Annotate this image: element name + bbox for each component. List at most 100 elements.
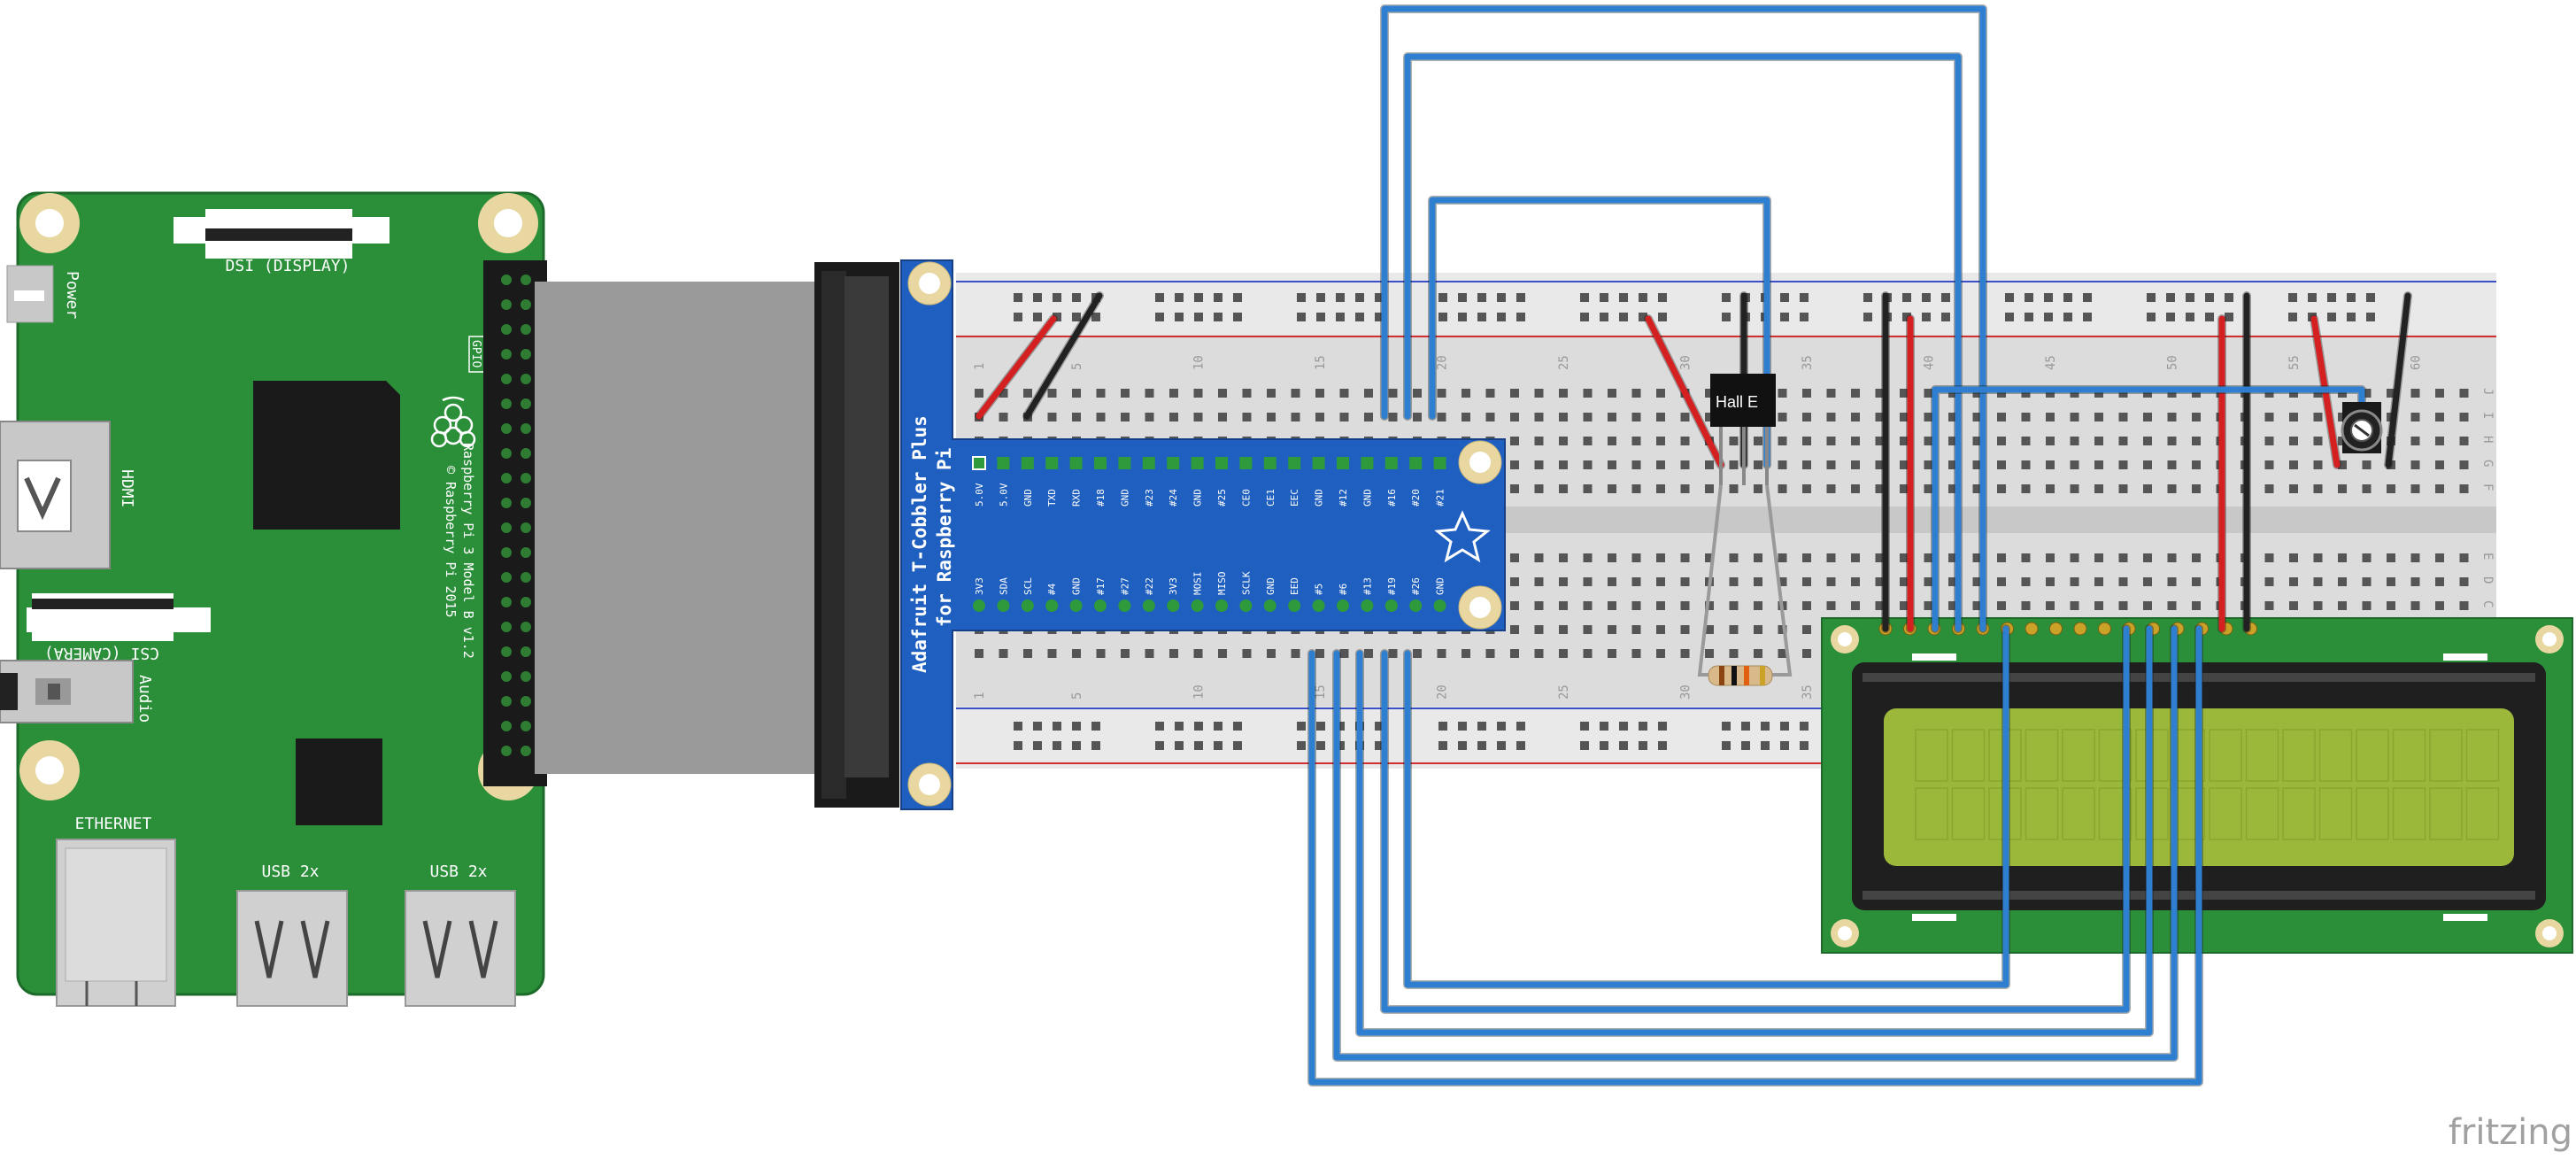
rail-hole (1497, 741, 1506, 750)
rail-hole (1761, 741, 1770, 750)
column-number-top: 30 (1679, 355, 1693, 370)
cobbler-bottom-pin-label: #19 (1386, 577, 1398, 595)
rail-hole (1316, 293, 1325, 302)
rail-hole (2205, 293, 2214, 302)
breadboard-hole (2143, 577, 2152, 586)
breadboard-hole (2046, 460, 2055, 469)
breadboard-hole (1631, 437, 1641, 445)
cobbler-bottom-pin-label: #27 (1119, 577, 1130, 595)
cobbler-top-pin-label: #24 (1168, 489, 1179, 507)
breadboard-hole (1802, 577, 1811, 586)
column-number-top: 60 (2410, 355, 2424, 370)
cobbler-top-pin (1069, 457, 1083, 469)
breadboard-hole (1972, 389, 1982, 398)
breadboard-hole (1900, 389, 1909, 398)
breadboard-hole (2094, 601, 2103, 610)
breadboard-hole (1924, 601, 1933, 610)
breadboard-hole (1608, 389, 1616, 398)
column-number-bottom: 20 (1436, 684, 1450, 700)
breadboard-hole (2289, 437, 2298, 445)
hall-effect-sensor: Hall E (1710, 374, 1776, 485)
cobbler-top-pin-label: GND (1022, 489, 1034, 507)
cobbler-bottom-pin (1191, 599, 1204, 612)
breadboard-hole (1583, 649, 1593, 658)
breadboard-hole (2289, 389, 2298, 398)
column-number-bottom: 25 (1557, 684, 1571, 700)
rail-hole (2166, 293, 2175, 302)
gpio-pin (521, 498, 531, 508)
breadboard-hole (1729, 625, 1739, 634)
breadboard-hole (1924, 460, 1933, 469)
rail-hole (2347, 313, 2356, 321)
breadboard-hole (2094, 460, 2103, 469)
lcd-pin (2049, 622, 2063, 636)
breadboard-hole (2459, 601, 2469, 610)
breadboard-hole (1851, 484, 1860, 493)
lcd-cell (2098, 729, 2133, 782)
gpio-pin (521, 671, 531, 682)
rail-hole (1438, 293, 1447, 302)
breadboard-hole (2362, 484, 2372, 493)
gpio-pin (521, 349, 531, 360)
breadboard-hole (1851, 413, 1860, 421)
rail-hole (1014, 293, 1022, 302)
cobbler-pcb (900, 259, 1506, 810)
rail-hole (1580, 741, 1589, 750)
audio-jack-hole (48, 684, 60, 700)
rail-hole (2166, 313, 2175, 321)
breadboard-hole (2338, 460, 2347, 469)
column-number-bottom: 5 (1070, 692, 1084, 700)
breadboard-hole (1315, 649, 1324, 658)
rail-hole (2147, 293, 2156, 302)
breadboard-hole (1169, 413, 1178, 421)
rail-hole (2005, 313, 2014, 321)
breadboard-hole (1583, 413, 1593, 421)
blue-wire (1333, 625, 2178, 1061)
gpio-pin (501, 498, 512, 508)
cobbler-bottom-pin (1263, 599, 1276, 612)
dsi-label: DSI (DISPLAY) (226, 257, 351, 275)
cobbler-top-pin-label: #23 (1144, 489, 1155, 507)
lcd-cell (2356, 729, 2389, 782)
pi-model-text: Raspberry Pi 3 Model B v1.2 (460, 443, 476, 659)
breadboard-hole (1851, 577, 1860, 586)
breadboard-hole (1413, 649, 1422, 658)
breadboard-hole (2070, 484, 2079, 493)
breadboard-hole (2435, 601, 2444, 610)
gpio-pin (501, 696, 512, 707)
cobbler-bottom-pin-label: GND (1265, 577, 1276, 595)
lcd-cell (1915, 729, 1948, 782)
gpio-pin (501, 448, 512, 459)
breadboard-hole (1680, 601, 1690, 610)
cobbler-top-pin-label: GND (1314, 489, 1325, 507)
breadboard-hole (1851, 437, 1860, 445)
breadboard-hole (1534, 389, 1544, 398)
breadboard-hole (1705, 460, 1714, 469)
breadboard-hole (1826, 553, 1836, 562)
breadboard-hole (2459, 553, 2469, 562)
power-label: Power (63, 271, 81, 319)
cobbler-bottom-pin (1384, 599, 1398, 612)
breadboard-hole (1218, 649, 1227, 658)
raspberry-pi-board: DSI (DISPLAY) Power HDMI Raspberry Pi 3 … (0, 191, 547, 1007)
breadboard-hole (1631, 413, 1641, 421)
breadboard-hole (1997, 601, 2006, 610)
hdmi-port-shape (24, 476, 61, 521)
rail-hole (1316, 313, 1325, 321)
cobbler-top-pin (1094, 457, 1107, 469)
rail-hole (1233, 293, 1242, 302)
rail-hole (1297, 313, 1306, 321)
breadboard-hole (1559, 484, 1568, 493)
breadboard-hole (2143, 484, 2152, 493)
rail-hole (1658, 722, 1667, 731)
cobbler-bottom-pin-label: #13 (1361, 577, 1373, 595)
breadboard-hole (1826, 413, 1836, 421)
rail-hole (1497, 313, 1506, 321)
breadboard-hole (2410, 484, 2420, 493)
rail-hole (1761, 722, 1770, 731)
column-number-top: 15 (1314, 355, 1328, 370)
rail-hole (1297, 722, 1306, 731)
breadboard-hole (1802, 460, 1811, 469)
breadboard-hole (2118, 553, 2128, 562)
